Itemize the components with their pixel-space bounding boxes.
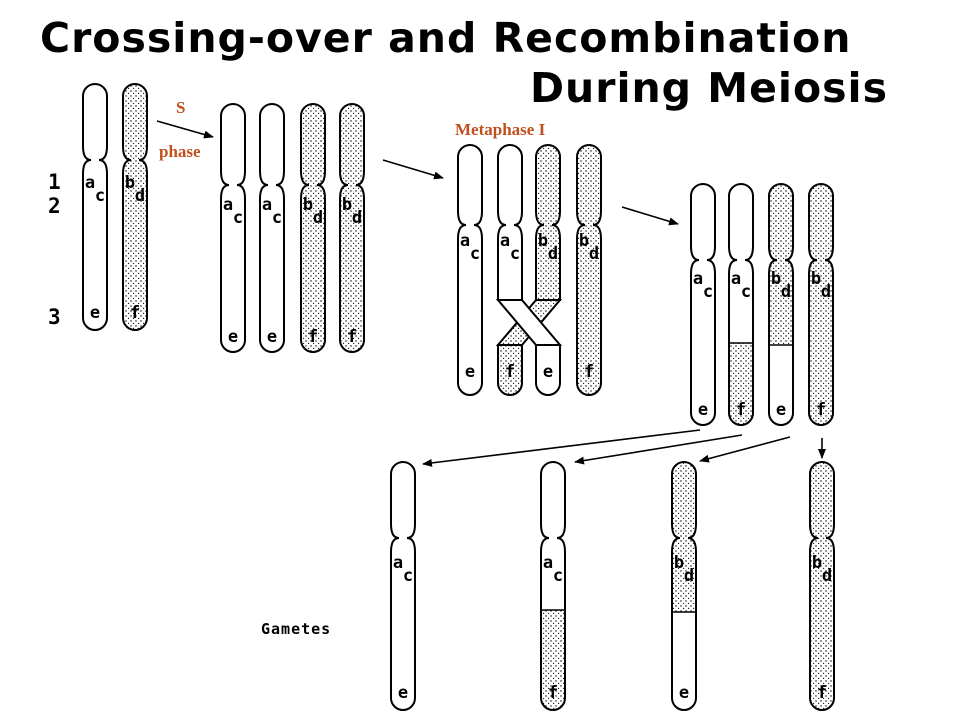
allele-label: e (679, 683, 689, 703)
allele-label: f (584, 362, 594, 382)
phase-label: phase (159, 142, 201, 161)
allele-label: e (465, 362, 475, 382)
allele-label: c (741, 282, 751, 302)
crossover-band-white (495, 299, 563, 346)
arrow (621, 206, 679, 226)
allele-label: a (223, 195, 233, 215)
allele-label: d (821, 282, 831, 302)
chromatid (300, 103, 326, 353)
allele-label: d (135, 186, 145, 206)
allele-label: e (228, 327, 238, 347)
chromatid (457, 144, 483, 396)
title-line-2: During Meiosis (530, 64, 888, 112)
chromatid (690, 183, 716, 426)
chromatid (768, 183, 794, 426)
allele-label: e (698, 400, 708, 420)
allele-label: b (538, 231, 548, 251)
arrow (156, 120, 214, 139)
allele-label: f (736, 400, 746, 420)
allele-label: e (776, 400, 786, 420)
locus-number-1: 1 (48, 170, 61, 194)
allele-label: c (233, 208, 243, 228)
allele-label: b (342, 195, 352, 215)
allele-label: f (308, 327, 318, 347)
title-line-1: Crossing-over and Recombination (40, 14, 852, 62)
allele-label: d (548, 244, 558, 264)
allele-label: a (85, 173, 95, 193)
allele-label: a (731, 269, 741, 289)
allele-label: c (95, 186, 105, 206)
allele-label: d (589, 244, 599, 264)
allele-label: d (352, 208, 362, 228)
allele-label: c (510, 244, 520, 264)
allele-label: a (693, 269, 703, 289)
allele-label: f (347, 327, 357, 347)
allele-label: b (771, 269, 781, 289)
allele-label: f (505, 362, 515, 382)
allele-label: d (822, 566, 832, 586)
allele-label: c (470, 244, 480, 264)
allele-label: f (130, 303, 140, 323)
allele-label: e (90, 303, 100, 323)
s-label: S (176, 98, 186, 117)
allele-label: c (403, 566, 413, 586)
allele-label: e (543, 362, 553, 382)
allele-label: d (684, 566, 694, 586)
chromatid (82, 83, 108, 331)
allele-label: e (398, 683, 408, 703)
arrow (574, 434, 743, 465)
chromatid (540, 461, 566, 711)
chromatid (220, 103, 246, 353)
chromatid (671, 461, 697, 711)
allele-label: c (272, 208, 282, 228)
allele-label: b (579, 231, 589, 251)
allele-label: b (125, 173, 135, 193)
chromatid (728, 183, 754, 426)
allele-label: a (460, 231, 470, 251)
arrow (422, 429, 701, 467)
chromatid (339, 103, 365, 353)
chromatid (808, 183, 834, 426)
allele-label: b (303, 195, 313, 215)
allele-label: b (674, 553, 684, 573)
metaphase-label: Metaphase I (455, 120, 546, 139)
locus-number-2: 2 (48, 194, 61, 218)
allele-label: d (781, 282, 791, 302)
gametes-label: Gametes (261, 620, 332, 638)
arrow (382, 159, 444, 180)
allele-label: d (313, 208, 323, 228)
chromatid (122, 83, 148, 331)
allele-label: f (817, 683, 827, 703)
allele-label: a (393, 553, 403, 573)
allele-label: f (816, 400, 826, 420)
allele-label: e (267, 327, 277, 347)
allele-label: a (500, 231, 510, 251)
allele-label: a (543, 553, 553, 573)
arrow (699, 436, 791, 463)
allele-label: f (548, 683, 558, 703)
chromatid (809, 461, 835, 711)
allele-label: a (262, 195, 272, 215)
allele-label: b (812, 553, 822, 573)
allele-label: c (553, 566, 563, 586)
allele-label: c (703, 282, 713, 302)
allele-label: b (811, 269, 821, 289)
chromatid (497, 144, 523, 396)
chromatid (576, 144, 602, 396)
chromatid (535, 144, 561, 396)
chromatid (390, 461, 416, 711)
chromatid (259, 103, 285, 353)
locus-number-3: 3 (48, 305, 61, 329)
